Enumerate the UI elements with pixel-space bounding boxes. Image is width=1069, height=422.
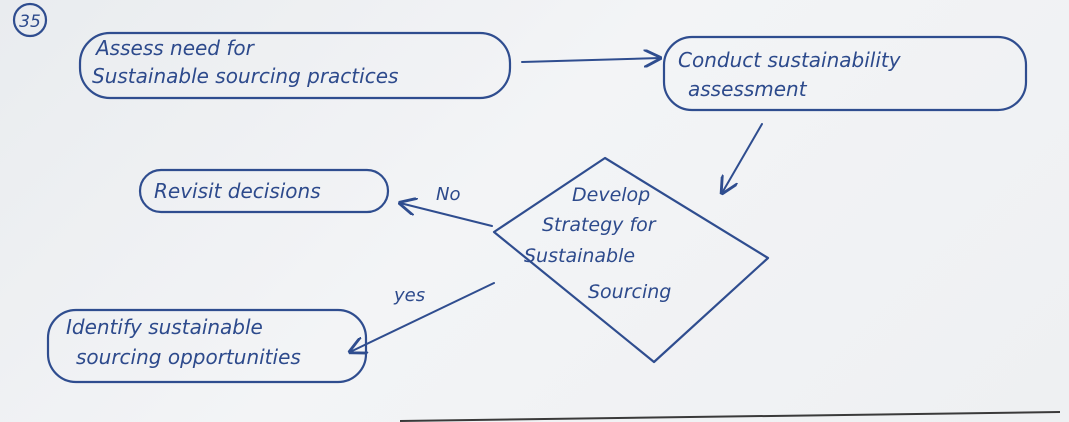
node-develop-line4: Sourcing [588,281,671,303]
node-assess-line2: Sustainable sourcing practices [92,64,398,88]
node-identify-line1: Identify sustainable [66,315,263,339]
arrow-assess-to-conduct [521,58,660,62]
page-rule-line [399,411,1061,422]
edge-yes-label: yes [393,285,425,306]
arrow-develop-to-identify [350,282,495,352]
arrow-develop-to-revisit [400,203,493,227]
node-develop-line2: Strategy for [542,214,657,236]
node-develop-line3: Sustainable [524,245,635,267]
node-assess: Assess need for Sustainable sourcing pra… [78,31,512,100]
node-develop-line1: Develop [572,184,650,206]
question-number-badge: 35 [12,2,48,38]
node-revisit-line1: Revisit decisions [154,179,321,203]
question-number: 35 [19,12,41,32]
node-identify: Identify sustainable sourcing opportunit… [46,308,368,384]
node-conduct: Conduct sustainability assessment [662,35,1028,112]
arrow-conduct-to-develop [722,123,763,193]
edge-no-label: No [436,184,460,205]
node-conduct-line2: assessment [688,77,808,101]
node-identify-line2: sourcing opportunities [76,345,301,369]
node-conduct-line1: Conduct sustainability [678,48,902,72]
node-develop-decision: Develop Strategy for Sustainable Sourcin… [492,156,770,364]
node-assess-line1: Assess need for [94,36,256,60]
node-revisit: Revisit decisions [138,168,390,214]
